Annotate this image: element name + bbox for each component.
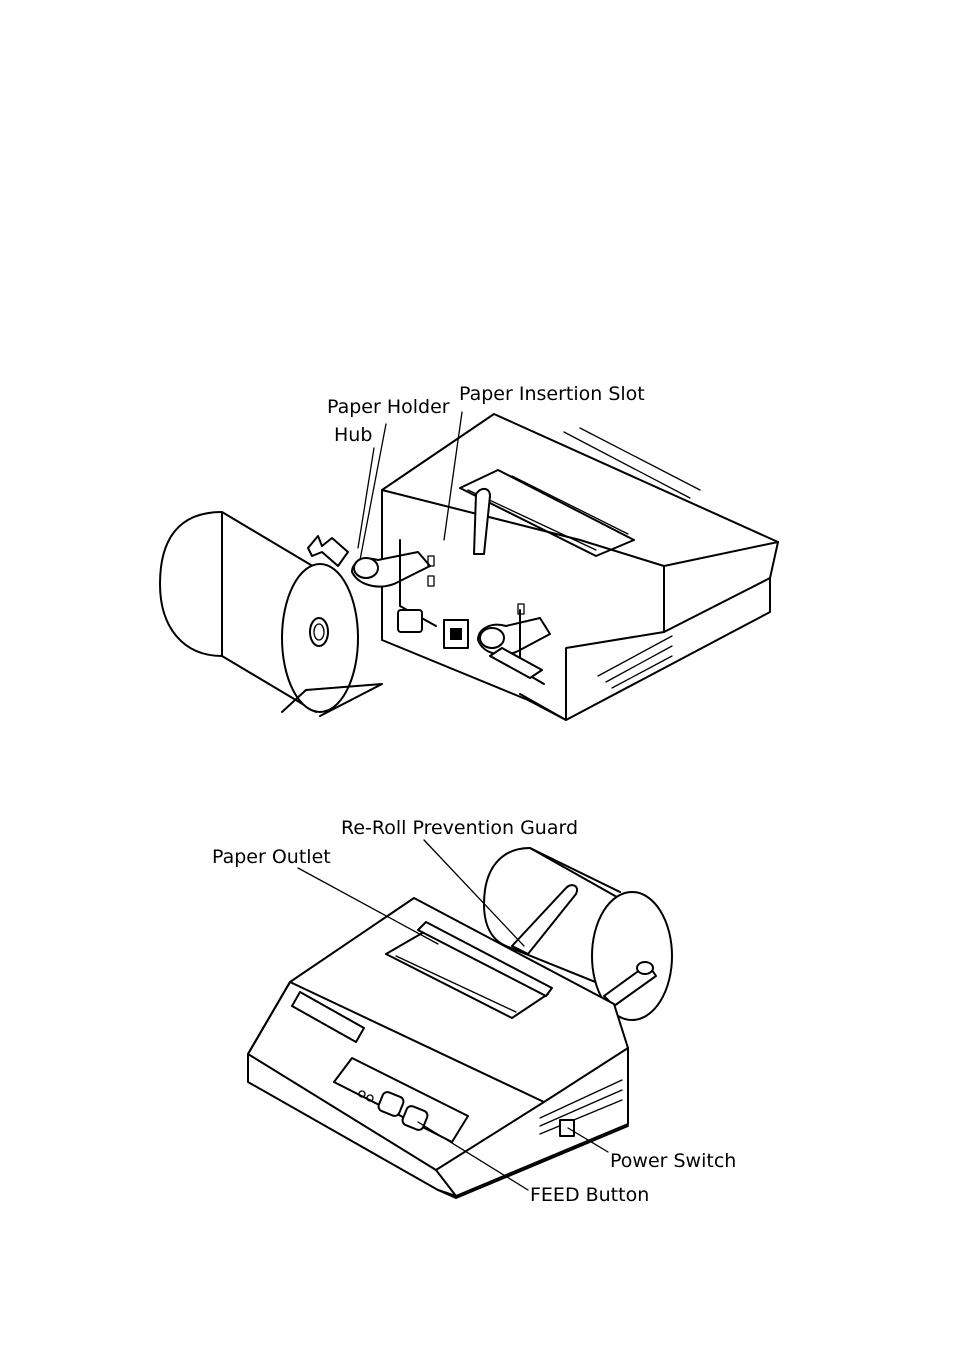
label-re-roll-prevention-guard: Re-Roll Prevention Guard — [341, 817, 578, 839]
leader-paper-insertion-slot — [443, 411, 463, 541]
label-power-switch: Power Switch — [610, 1150, 736, 1172]
leader-feed-button — [417, 1121, 529, 1191]
figure-paper-loading: Paper Holder Hub Paper Insertion Slot — [159, 383, 779, 721]
label-hub: Hub — [334, 424, 372, 446]
re-roll-guard-bar — [511, 884, 578, 955]
power-switch[interactable] — [559, 1119, 575, 1137]
leader-re-roll-guard — [423, 839, 525, 947]
mode-button[interactable] — [377, 1091, 405, 1118]
insert-arrow-icon — [307, 535, 349, 567]
label-paper-holder: Paper Holder — [327, 396, 450, 418]
paper-roll — [159, 511, 383, 717]
leader-power-switch — [567, 1127, 609, 1153]
label-feed-button: FEED Button — [530, 1184, 649, 1206]
paper-holder-assembly — [351, 539, 551, 685]
leader-hub — [357, 447, 375, 549]
leader-paper-outlet — [297, 867, 439, 945]
label-paper-outlet: Paper Outlet — [212, 846, 331, 868]
printer-body-rear — [381, 413, 779, 721]
leader-paper-holder — [359, 423, 387, 561]
label-paper-insertion-slot: Paper Insertion Slot — [459, 383, 645, 405]
printer-body-front — [247, 897, 629, 1199]
figure-front-view: Re-Roll Prevention Guard Paper Outlet Po… — [212, 817, 736, 1206]
